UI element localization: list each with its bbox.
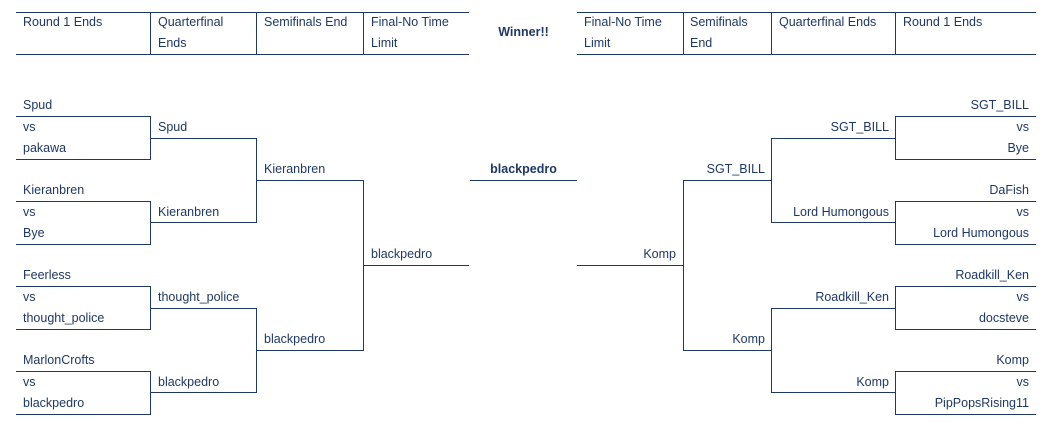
vs-label: vs (1016, 205, 1030, 219)
left-r1-m2-top: Kieranbren (23, 183, 85, 197)
header-right-round1: Round 1 Ends (903, 15, 983, 29)
header-right-quarterfinal: Quarterfinal Ends (779, 15, 877, 29)
header-right-final: Final-No Time Limit (584, 15, 662, 50)
vs-label: vs (23, 205, 36, 219)
vs-label: vs (1016, 290, 1030, 304)
left-r1-m1-bottom: pakawa (23, 141, 67, 155)
right-sf (683, 180, 771, 351)
header-rule-left (16, 12, 469, 55)
right-r1-m4-top: Komp (996, 353, 1029, 367)
header-left-semifinal: Semifinals End (264, 15, 348, 29)
right-r1-m2-top: DaFish (989, 183, 1029, 197)
left-r1-m3-top: Feerless (23, 268, 71, 282)
left-final-name: blackpedro (371, 247, 433, 261)
right-r1-m1-top: SGT_BILL (970, 98, 1029, 112)
right-qf-1 (771, 138, 895, 223)
left-sf-1-name: Kieranbren (264, 162, 326, 176)
left-qf-2-name: Kieranbren (158, 205, 220, 219)
right-r1-m4-bottom: PipPopsRising11 (934, 396, 1029, 410)
vs-label: vs (1016, 375, 1030, 389)
right-sf-2-name: Komp (732, 332, 765, 346)
right-qf-1-name: SGT_BILL (830, 120, 889, 134)
right-r1-m3-top: Roadkill_Ken (955, 268, 1029, 282)
left-qf-4-name: blackpedro (158, 375, 220, 389)
vs-label: vs (23, 120, 36, 134)
right-qf-3-name: Roadkill_Ken (815, 290, 889, 304)
left-sf (256, 180, 364, 351)
right-qf-2 (771, 308, 895, 393)
header-right-semifinal: Semifinals End (690, 15, 748, 50)
right-r1-m1-bottom: Bye (1007, 141, 1029, 155)
right-r1-m3-bottom: docsteve (978, 311, 1029, 325)
right-qf-4-name: Komp (856, 375, 889, 389)
left-r1-m3-bottom: thought_police (23, 311, 105, 325)
left-r1-m1-top: Spud (23, 98, 53, 112)
right-sf-1-name: SGT_BILL (706, 162, 765, 176)
vs-label: vs (23, 375, 36, 389)
right-final-name: Komp (643, 247, 676, 261)
left-qf-1-name: Spud (158, 120, 188, 134)
right-r1-match-1 (895, 116, 1036, 160)
header-winner: Winner!! (498, 25, 549, 39)
right-r1-m2-bottom: Lord Humongous (933, 226, 1029, 240)
left-sf-2-name: blackpedro (264, 332, 326, 346)
left-r1-m2-bottom: Bye (23, 226, 45, 240)
right-r1-match-4 (895, 371, 1036, 415)
header-rule-right (577, 12, 1036, 55)
winner-name: blackpedro (490, 162, 557, 176)
right-r1-match-2 (895, 201, 1036, 245)
header-left-quarterfinal: Quarterfinal Ends (158, 15, 224, 50)
left-qf-3-name: thought_police (158, 290, 240, 304)
left-r1-m4-bottom: blackpedro (23, 396, 85, 410)
right-r1-match-3 (895, 286, 1036, 330)
vs-label: vs (1016, 120, 1030, 134)
vs-label: vs (23, 290, 36, 304)
left-r1-m4-top: MarlonCrofts (23, 353, 95, 367)
right-qf-2-name: Lord Humongous (793, 205, 889, 219)
header-left-round1: Round 1 Ends (23, 15, 103, 29)
header-left-final: Final-No Time Limit (371, 15, 449, 50)
